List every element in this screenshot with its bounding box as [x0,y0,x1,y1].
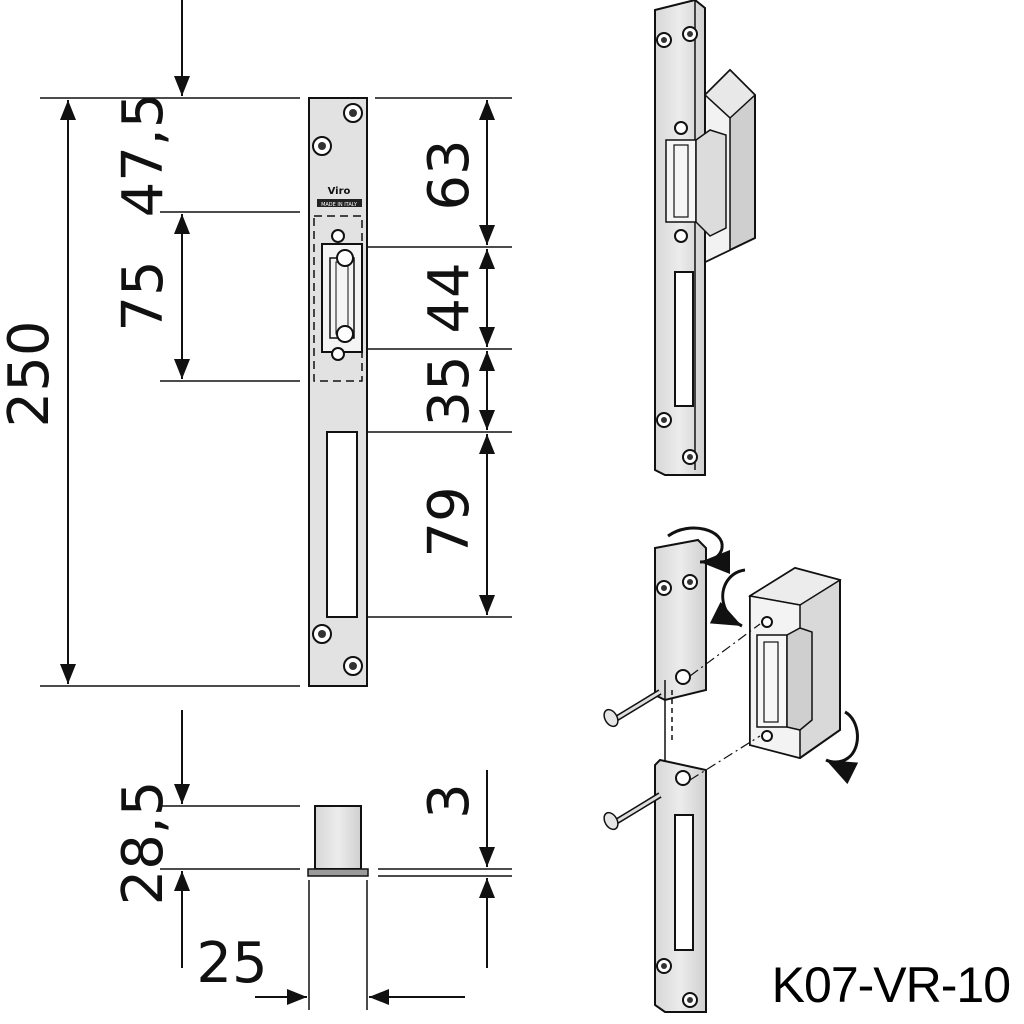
dim-plate-thickness: 3 [417,783,482,819]
dim-to-latch: 63 [417,139,482,210]
front-view: Viro MADE IN ITALY 250 47,5 75 63 44 35 … [0,0,512,687]
screw-lower [603,792,662,831]
dim-top-offset: 47,5 [111,93,176,218]
assembled-isometric-view [654,0,757,476]
dim-depth: 28,5 [111,781,176,906]
screw-upper [603,689,662,728]
dim-slot-length: 79 [417,486,482,557]
dim-width: 25 [196,931,267,996]
dim-body-length: 75 [111,260,176,331]
side-view: 28,5 3 25 [111,710,512,1010]
rotation-arrow-icon [667,526,859,785]
strike-slot [326,431,358,618]
dim-latch-span: 44 [417,262,482,333]
exploded-isometric-view [603,526,859,1013]
dim-to-slot: 35 [417,355,482,426]
dim-total-length: 250 [0,321,62,428]
plate-side [307,868,369,877]
lock-body-side [314,805,362,870]
brand-subtext: MADE IN ITALY [321,202,358,208]
product-code: K07-VR-10 [771,957,1011,1013]
brand-logo: Viro [328,186,351,197]
